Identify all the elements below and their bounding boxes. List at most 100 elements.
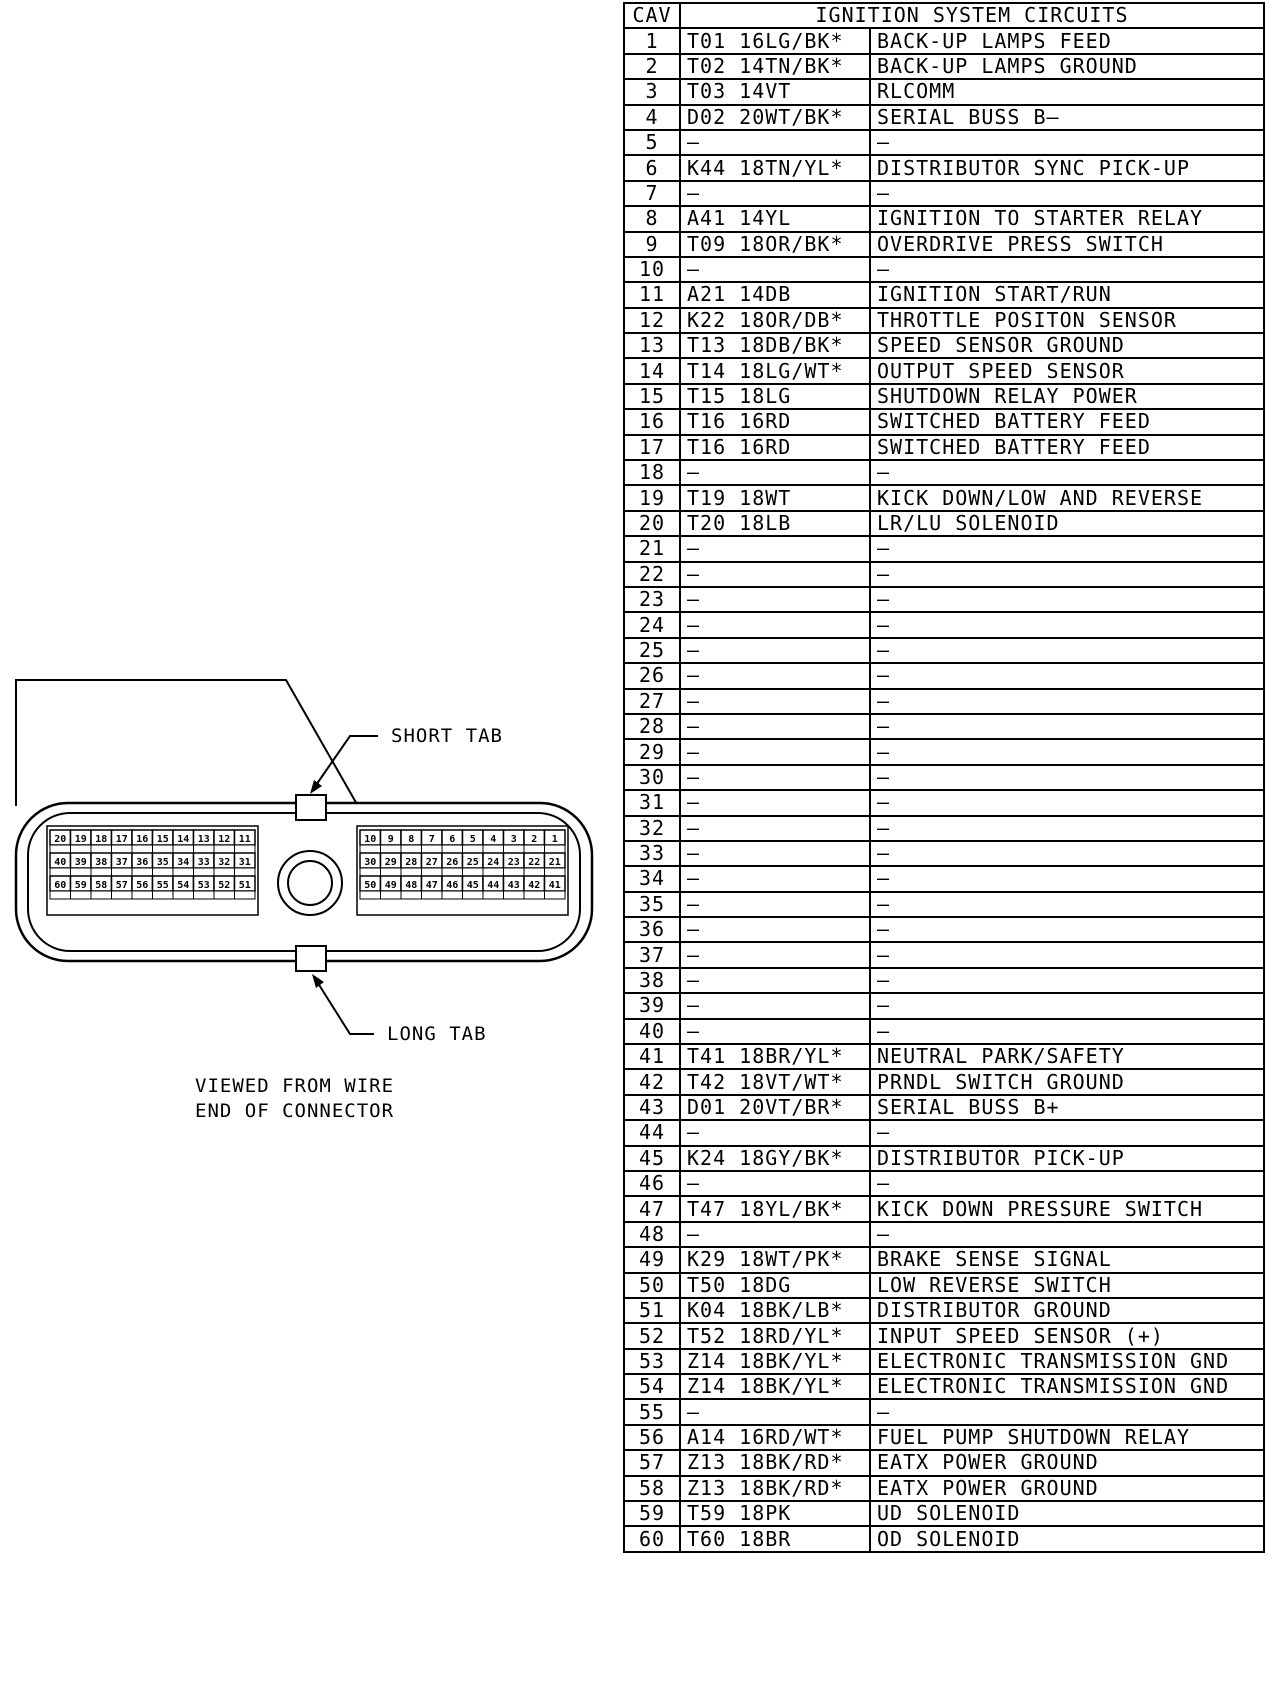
cavity-number: 53 [623, 1347, 681, 1376]
wire-code: Z14 18BK/YL* [679, 1373, 871, 1401]
wire-code: T19 18WT [679, 484, 871, 512]
pin-number: 12 [218, 834, 230, 845]
table-row: 27—— [623, 687, 1266, 715]
pin-cavity [152, 867, 174, 877]
cavity-number: 58 [623, 1474, 681, 1503]
wire-code: — [679, 535, 871, 563]
circuit-function: — [868, 839, 1266, 868]
view-note-line-2: END OF CONNECTOR [195, 1100, 394, 1122]
cavity-number: 54 [623, 1373, 681, 1401]
wire-code: — [679, 890, 871, 919]
circuit-function: — [868, 560, 1266, 588]
table-row: 40—— [623, 1017, 1266, 1046]
table-row: 46—— [623, 1169, 1266, 1198]
cavity-number: 8 [623, 205, 681, 233]
wire-code: K29 18WT/PK* [679, 1246, 871, 1274]
wire-code: T02 14TN/BK* [679, 52, 871, 81]
wire-code: — [679, 789, 871, 817]
pin-number: 58 [95, 880, 107, 891]
circuit-function: — [868, 1017, 1266, 1046]
wire-code: T03 14VT [679, 78, 871, 106]
circuit-function: — [868, 636, 1266, 665]
circuit-function: — [868, 687, 1266, 715]
wire-code: K04 18BK/LB* [679, 1296, 871, 1325]
pin-cavity [421, 867, 443, 877]
cavity-number: 45 [623, 1144, 681, 1172]
cavity-number: 2 [623, 52, 681, 81]
pin-cavity [482, 867, 504, 877]
cavity-number: 15 [623, 382, 681, 411]
circuit-function: UD SOLENOID [868, 1500, 1266, 1528]
table-row: 30—— [623, 763, 1266, 792]
circuit-function: — [868, 941, 1266, 969]
pin-cavity [503, 890, 525, 900]
wire-code: — [679, 712, 871, 741]
cavity-number: 13 [623, 332, 681, 360]
circuit-function: — [868, 1169, 1266, 1198]
circuit-function: — [868, 128, 1266, 157]
pin-number: 19 [75, 834, 87, 845]
wire-code: T42 18VT/WT* [679, 1068, 871, 1096]
pin-cavity [49, 844, 71, 854]
pin-cavity [523, 867, 545, 877]
pin-cavity [400, 867, 422, 877]
cavity-number: 7 [623, 179, 681, 208]
pin-cavity [213, 867, 235, 877]
circuit-function: SPEED SENSOR GROUND [868, 332, 1266, 360]
table-row: 7—— [623, 179, 1266, 208]
circuit-function: IGNITION START/RUN [868, 281, 1266, 309]
wire-code: — [679, 1017, 871, 1046]
pin-cavity [400, 844, 422, 854]
cavity-number: 41 [623, 1043, 681, 1071]
cavity-number: 57 [623, 1449, 681, 1477]
circuit-function: — [868, 890, 1266, 919]
circuit-function: IGNITION TO STARTER RELAY [868, 205, 1266, 233]
pin-cavity [523, 844, 545, 854]
pin-number: 53 [198, 880, 210, 891]
pin-cavity [482, 890, 504, 900]
cavity-number: 26 [623, 662, 681, 690]
wire-code: A14 16RD/WT* [679, 1423, 871, 1452]
table-row: 48—— [623, 1220, 1266, 1249]
circuit-function: DISTRIBUTOR GROUND [868, 1296, 1266, 1325]
cavity-number: 18 [623, 459, 681, 487]
pin-cavity [441, 844, 463, 854]
pin-cavity [213, 890, 235, 900]
pin-cavity [193, 844, 215, 854]
cavity-number: 19 [623, 484, 681, 512]
long-tab-leader [315, 979, 374, 1035]
pin-number: 44 [487, 880, 499, 891]
cavity-number: 1 [623, 27, 681, 55]
cavity-number: 3 [623, 78, 681, 106]
pin-number: 10 [364, 834, 376, 845]
table-row: 26—— [623, 662, 1266, 690]
table-row: 28—— [623, 712, 1266, 741]
pin-number: 3 [511, 834, 517, 845]
wire-code: — [679, 179, 871, 208]
pin-number: 31 [239, 857, 251, 868]
pin-number: 59 [75, 880, 87, 891]
pin-number: 54 [177, 880, 189, 891]
pin-cavity [90, 890, 112, 900]
table-row: 34—— [623, 865, 1266, 893]
table-row: 24—— [623, 611, 1266, 639]
pin-number: 1 [552, 834, 558, 845]
pin-cavity [544, 844, 566, 854]
cavity-number: 30 [623, 763, 681, 792]
circuit-function: KICK DOWN PRESSURE SWITCH [868, 1195, 1266, 1223]
pin-number: 42 [528, 880, 540, 891]
table-row: 33—— [623, 839, 1266, 868]
wire-code: D01 20VT/BR* [679, 1093, 871, 1122]
pin-number: 28 [405, 857, 417, 868]
wire-code: T20 18LB [679, 509, 871, 538]
